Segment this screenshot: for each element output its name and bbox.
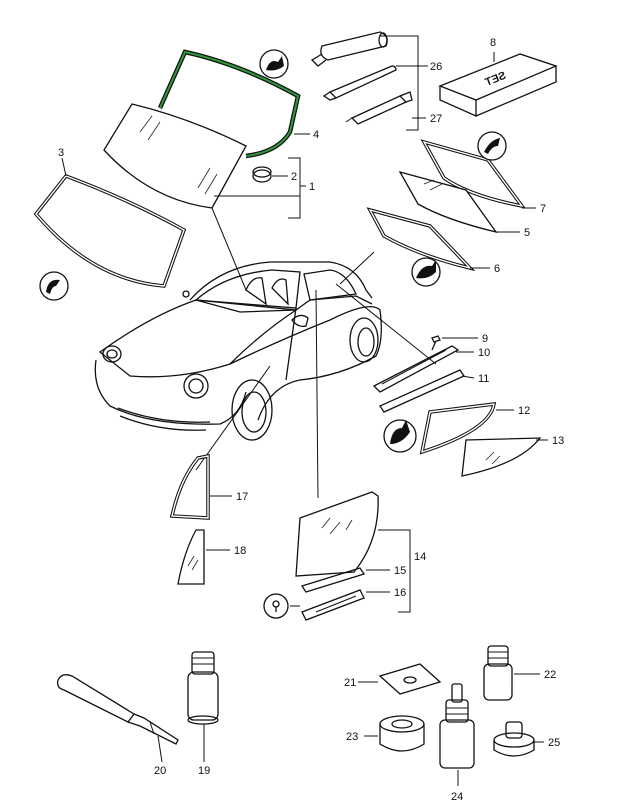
part-13-quarter-window-glass[interactable] [461, 437, 542, 477]
part-6-rear-window-seal[interactable] [366, 207, 476, 272]
callout-24: 24 [451, 791, 463, 803]
part-4-windshield-seal[interactable] [157, 49, 301, 159]
part-12-quarter-window-with-seal[interactable] [419, 401, 497, 455]
part-14-door-glass[interactable] [295, 491, 379, 577]
callout-20: 20 [154, 765, 166, 777]
callout-21: 21 [344, 677, 356, 689]
part-10-window-strip[interactable] [372, 345, 460, 393]
part-20-sealant-tube[interactable] [56, 674, 179, 745]
part-21-tape-pad[interactable] [378, 663, 442, 695]
part-23-tape-roll[interactable] [379, 715, 425, 752]
lock-symbol-icon [263, 593, 289, 619]
part-18-vent-window-glass[interactable] [177, 529, 205, 585]
callout-13: 13 [552, 435, 564, 447]
callout-16: 16 [394, 587, 406, 599]
callout-7: 7 [540, 203, 546, 215]
callout-25: 25 [548, 737, 560, 749]
callout-9: 9 [482, 333, 488, 345]
callout-2: 2 [291, 171, 297, 183]
car-body-illustration [94, 261, 382, 441]
callout-19: 19 [198, 765, 210, 777]
callout-15: 15 [394, 565, 406, 577]
part-24-glue-bottle[interactable] [439, 683, 475, 769]
callout-11: 11 [478, 373, 489, 385]
callout-6: 6 [494, 263, 500, 275]
part-19-primer-bottle[interactable] [187, 651, 219, 725]
callout-12: 12 [518, 405, 530, 417]
callout-5: 5 [524, 227, 530, 239]
part-15-glass-channel[interactable] [300, 567, 366, 593]
callout-22: 22 [544, 669, 556, 681]
part-9-screw[interactable] [431, 335, 441, 351]
callout-4: 4 [313, 129, 319, 141]
part-1-windshield-glass[interactable] [103, 103, 247, 209]
callout-26: 26 [430, 61, 442, 73]
bracket-icon [477, 131, 507, 161]
callout-8: 8 [490, 37, 496, 49]
part-25-cap-container[interactable] [493, 721, 535, 757]
callout-14: 14 [414, 551, 426, 563]
callout-1: 1 [309, 181, 315, 193]
callout-27: 27 [430, 113, 442, 125]
part-27-nozzle[interactable] [345, 91, 413, 125]
part-16-lifter-rail[interactable] [301, 589, 365, 621]
part-17-vent-window-with-seal[interactable] [169, 453, 210, 520]
callout-17: 17 [236, 491, 248, 503]
part-5-rear-window-glass[interactable] [398, 170, 498, 234]
callout-10: 10 [478, 347, 490, 359]
part-8-repair-set-box[interactable]: SET [438, 53, 558, 118]
callout-18: 18 [234, 545, 246, 557]
part-7-rear-window-with-seal[interactable] [420, 139, 527, 209]
seal-profile-icon [39, 271, 69, 301]
part-26-adhesive-cartridge[interactable] [310, 31, 397, 101]
seal-adhesive-icon-quarter [383, 419, 417, 453]
part-22-activator-bottle[interactable] [483, 645, 513, 701]
part-2-clip[interactable] [252, 166, 272, 183]
seal-adhesive-icon [259, 49, 289, 79]
callout-3: 3 [58, 147, 64, 159]
callout-23: 23 [346, 731, 358, 743]
seal-adhesive-icon-rear [411, 257, 441, 287]
set-box-label: SET [483, 70, 508, 89]
part-3-windshield-with-seal[interactable] [33, 173, 187, 288]
